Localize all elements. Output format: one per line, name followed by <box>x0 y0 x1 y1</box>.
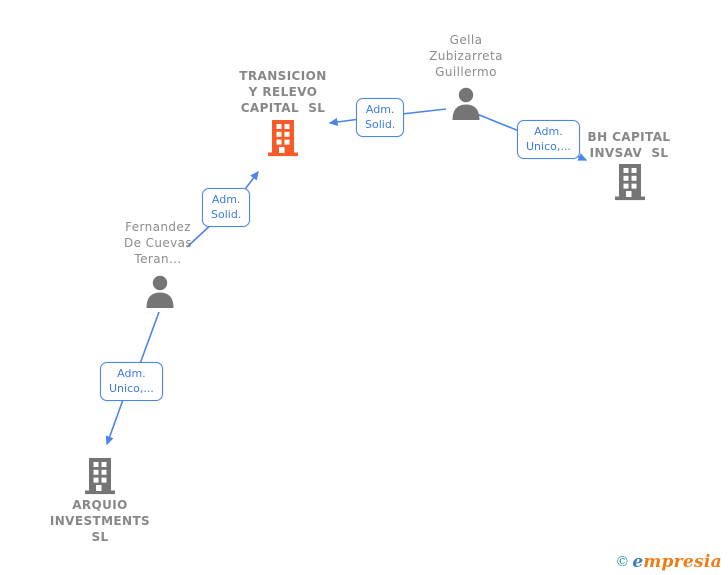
node-fernandez-label[interactable]: Fernandez De Cuevas Teran... <box>88 219 228 267</box>
node-gella-line3: Guillermo <box>435 65 497 79</box>
building-icon[interactable] <box>265 119 301 161</box>
building-icon[interactable] <box>82 457 118 499</box>
node-gella-line2: Zubizarreta <box>429 49 503 63</box>
node-bh-capital-line1: BH CAPITAL <box>587 130 671 144</box>
edge-label-line1: Adm. <box>117 367 146 380</box>
brand-rest: mpresia <box>643 552 722 572</box>
node-fernandez-line3: Teran... <box>134 252 182 266</box>
brand-first-letter: e <box>632 552 644 572</box>
node-arquio-line1: ARQUIO <box>72 498 128 512</box>
building-icon[interactable] <box>612 163 648 205</box>
node-fernandez-line2: De Cuevas <box>123 236 193 250</box>
node-fernandez-line1: Fernandez <box>125 220 191 234</box>
person-icon[interactable] <box>143 275 177 312</box>
copyright-icon: © <box>615 554 630 570</box>
edge-label-line1: Adm. <box>365 103 395 116</box>
node-gella-line1: Gella <box>449 33 483 47</box>
edge-label-fernandez-transicion[interactable]: Adm. Solid. <box>202 188 251 227</box>
node-arquio-line2: INVESTMENTS <box>49 514 151 528</box>
edge-label-line2: Unico,... <box>526 140 571 153</box>
node-gella-label[interactable]: Gella Zubizarreta Guillermo <box>396 32 536 80</box>
edge-label-gella-transicion[interactable]: Adm. Solid. <box>356 98 405 137</box>
empresia-logo[interactable]: ©empresia <box>615 552 722 572</box>
edge-label-line1: Adm. <box>534 125 563 138</box>
edge-label-fernandez-arquio[interactable]: Adm. Unico,... <box>100 362 163 401</box>
node-bh-capital-line2: INVSAV SL <box>589 146 669 160</box>
node-transicion-label[interactable]: TRANSICION Y RELEVO CAPITAL SL <box>213 68 353 116</box>
edge-label-line2: Solid. <box>365 118 396 131</box>
edge-label-line1: Adm. <box>211 193 241 206</box>
node-transicion-line1: TRANSICION <box>239 69 327 83</box>
edge-label-gella-bh-capital[interactable]: Adm. Unico,... <box>517 120 580 159</box>
edge-label-line2: Solid. <box>211 208 242 221</box>
edge-label-line2: Unico,... <box>109 382 154 395</box>
node-arquio-line3: SL <box>91 530 109 544</box>
node-transicion-line3: CAPITAL SL <box>240 101 326 115</box>
node-arquio-label[interactable]: ARQUIO INVESTMENTS SL <box>30 497 170 545</box>
node-transicion-line2: Y RELEVO <box>248 85 318 99</box>
node-bh-capital-label[interactable]: BH CAPITAL INVSAV SL <box>559 129 699 161</box>
person-icon[interactable] <box>449 87 483 124</box>
